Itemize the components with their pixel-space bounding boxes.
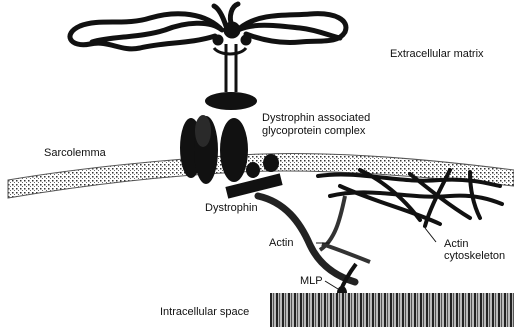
label-actin: Actin: [269, 237, 293, 250]
striated-sarcomere: [270, 293, 514, 327]
dystroglycan-stalk: [214, 44, 246, 92]
alpha-dystroglycan-disk: [205, 92, 257, 110]
label-mlp: MLP: [300, 275, 323, 288]
label-dystrophin: Dystrophin: [205, 202, 258, 215]
actin-filament: [320, 196, 370, 262]
label-sarcolemma: Sarcolemma: [44, 147, 106, 160]
label-intracellular-space: Intracellular space: [160, 306, 249, 319]
label-dystrophin-complex-line1: Dystrophin associated: [262, 112, 370, 125]
label-dystrophin-complex-line2: glycoprotein complex: [262, 125, 365, 138]
label-actin-cytoskeleton-line2: cytoskeleton: [444, 250, 505, 263]
label-extracellular-matrix: Extracellular matrix: [390, 48, 484, 61]
laminin-structure: [70, 4, 346, 49]
